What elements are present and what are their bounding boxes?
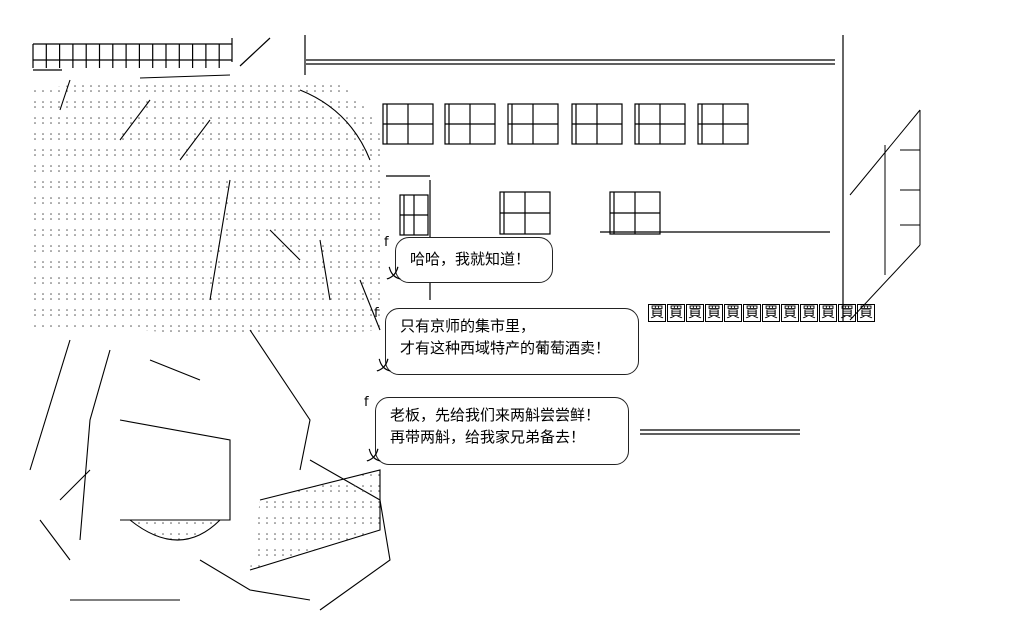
bubble-mark-f: f <box>364 395 369 410</box>
window <box>399 194 429 236</box>
bubble-tail: 乂 <box>386 264 402 282</box>
window <box>444 103 496 145</box>
speech-bubble-2: f 只有京师的集市里， 才有这种西域特产的葡萄酒卖！ 乂 <box>374 306 639 375</box>
window <box>697 103 749 145</box>
speech-bubble-3: f 老板，先给我们来两斛尝尝鲜！ 再带两斛，给我家兄弟备去！ 乂 <box>364 395 629 465</box>
window <box>499 191 551 235</box>
character-figure <box>29 74 391 611</box>
banner-char: 買 <box>743 304 761 322</box>
banner-char: 買 <box>781 304 799 322</box>
bubble-line: 才有这种西域特产的葡萄酒卖！ <box>400 339 611 357</box>
bubble-line: 老板，先给我们来两斛尝尝鲜！ <box>390 406 601 424</box>
bubble-mark-f: f <box>384 235 389 250</box>
bubble-tail: 乂 <box>376 356 392 374</box>
speech-bubble-1: f 哈哈，我就知道！ 乂 <box>384 235 553 283</box>
window <box>634 103 686 145</box>
banner-char: 買 <box>819 304 837 322</box>
building <box>306 35 844 435</box>
bubble-line: 哈哈，我就知道！ <box>410 250 531 268</box>
bubble-mark-f: f <box>374 306 379 321</box>
banner-char: 買 <box>800 304 818 322</box>
building-windows <box>382 103 749 236</box>
bubble-tail: 乂 <box>366 446 382 464</box>
banner-char: 買 <box>724 304 742 322</box>
banner-char: 買 <box>686 304 704 322</box>
side-wall <box>849 109 921 321</box>
banner-char: 買 <box>705 304 723 322</box>
fence-grid <box>32 35 306 75</box>
window <box>507 103 559 145</box>
shop-banner: 買買買買買買買買買買買買 <box>648 304 875 322</box>
window <box>609 191 661 235</box>
banner-char: 買 <box>762 304 780 322</box>
bubble-line: 只有京师的集市里， <box>400 317 536 335</box>
banner-char: 買 <box>857 304 875 322</box>
banner-char: 買 <box>838 304 856 322</box>
banner-char: 買 <box>648 304 666 322</box>
banner-char: 買 <box>667 304 685 322</box>
window <box>571 103 623 145</box>
window <box>382 103 434 145</box>
bubble-line: 再带两斛，给我家兄弟备去！ <box>390 428 586 446</box>
